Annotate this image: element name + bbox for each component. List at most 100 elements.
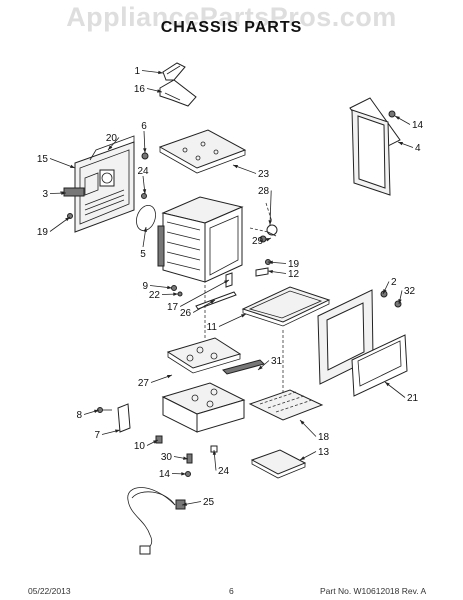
part-top-plate	[158, 129, 247, 174]
footer-page-number: 6	[229, 586, 234, 596]
callout-number: 19	[37, 227, 49, 238]
leader-arrowhead	[398, 299, 402, 304]
leader-arrowhead	[157, 89, 162, 93]
callout-15-rear-panel-left: 15	[37, 154, 76, 169]
leader-arrowhead	[268, 269, 273, 274]
callout-19-screw: 19	[267, 259, 300, 270]
leader-line	[269, 190, 272, 226]
callout-14-screw: 14	[159, 469, 187, 480]
callout-17-bracket: 17	[167, 279, 230, 313]
callout-number: 18	[318, 432, 330, 443]
callout-22-clip: 22	[149, 290, 179, 301]
part-burner-strip	[222, 359, 265, 375]
callout-2-screw: 2	[382, 277, 397, 295]
callout-number: 30	[161, 452, 173, 463]
part-bracket-left	[60, 187, 85, 197]
leader-arrowhead	[183, 456, 188, 460]
leader-arrowhead	[233, 165, 238, 169]
leader-arrowhead	[115, 429, 120, 433]
callout-number: 17	[167, 302, 179, 313]
part-screws-rear	[67, 152, 149, 219]
part-drip-pan	[166, 337, 242, 374]
callout-number: 16	[134, 84, 146, 95]
callout-number: 31	[271, 356, 283, 367]
callout-number: 28	[258, 186, 270, 197]
leader-arrowhead	[268, 260, 273, 265]
callout-layer: 1162061524319523282919129221726111442322…	[37, 66, 424, 508]
part-handle	[162, 62, 186, 81]
callout-24-screw: 24	[137, 166, 149, 195]
callout-1-handle: 1	[134, 66, 164, 77]
footer-date: 05/22/2013	[28, 586, 71, 596]
callout-3-bracket: 3	[42, 189, 67, 200]
leader-arrowhead	[142, 189, 147, 194]
callout-number: 29	[252, 236, 264, 247]
callout-number: 22	[149, 290, 161, 301]
callout-5-gasket-ring: 5	[140, 226, 147, 260]
part-burner-box	[161, 382, 246, 433]
callout-19-screw: 19	[37, 216, 71, 238]
part-inner-door-frame	[317, 289, 408, 397]
callout-number: 8	[76, 410, 82, 421]
callout-8-screw: 8	[76, 409, 100, 421]
leader-arrowhead	[266, 238, 271, 242]
leader-arrowhead	[241, 314, 246, 318]
leader-arrowhead	[385, 382, 390, 387]
callout-25-power-cord: 25	[181, 497, 215, 508]
callout-12-clip: 12	[267, 269, 300, 280]
part-sensor-switch	[249, 202, 278, 243]
callout-number: 23	[258, 169, 270, 180]
leader-arrowhead	[94, 409, 99, 413]
leader-arrowhead	[268, 220, 272, 225]
leader-arrowhead	[398, 142, 403, 146]
callout-18-mesh-panel: 18	[299, 419, 330, 443]
callout-number: 27	[138, 378, 150, 389]
page-title: CHASSIS PARTS	[160, 19, 303, 36]
callout-27-drip-pan: 27	[138, 374, 173, 389]
callout-4-door-glass-panel: 4	[397, 141, 421, 154]
leader-arrowhead	[143, 227, 147, 232]
callout-20-rear-panel: 20	[106, 133, 120, 151]
callout-29-switch: 29	[252, 236, 272, 247]
leader-arrowhead	[61, 191, 66, 195]
part-oven-floor-panel	[241, 286, 331, 327]
callout-number: 9	[142, 281, 148, 292]
callout-14-screw: 14	[394, 115, 424, 131]
part-rear-panel	[74, 135, 135, 233]
footer-part-number: Part No. W10612018 Rev. A	[320, 586, 427, 596]
leader-arrowhead	[70, 164, 75, 168]
callout-number: 26	[180, 308, 192, 319]
leader-arrowhead	[108, 145, 113, 150]
callout-number: 19	[288, 259, 300, 270]
callout-number: 4	[415, 143, 421, 154]
leader-line	[180, 279, 230, 307]
leader-line	[218, 313, 247, 327]
leader-arrowhead	[181, 472, 186, 476]
callout-number: 11	[207, 322, 218, 333]
leader-arrowhead	[167, 374, 172, 379]
callout-10-fitting: 10	[134, 439, 159, 452]
part-tray	[250, 449, 307, 479]
callout-number: 14	[412, 120, 424, 131]
callout-number: 3	[42, 189, 48, 200]
callout-11-oven-floor-panel: 11	[207, 313, 247, 333]
callout-number: 20	[106, 133, 118, 144]
callout-30-clamp: 30	[161, 452, 189, 463]
callout-13-tray: 13	[299, 447, 330, 461]
leader-arrowhead	[212, 450, 217, 455]
leader-arrowhead	[383, 289, 387, 294]
leader-arrowhead	[167, 285, 172, 290]
leader-arrowhead	[143, 148, 147, 153]
callout-number: 12	[288, 269, 300, 280]
callout-32-screw: 32	[398, 286, 416, 305]
leader-arrowhead	[210, 300, 215, 304]
callout-number: 32	[404, 286, 416, 297]
leader-arrowhead	[173, 292, 178, 296]
callout-number: 5	[140, 249, 146, 260]
part-oven-cavity	[157, 196, 244, 283]
leader-arrowhead	[224, 280, 229, 284]
callout-number: 13	[318, 447, 330, 458]
leader-arrowhead	[300, 456, 305, 460]
